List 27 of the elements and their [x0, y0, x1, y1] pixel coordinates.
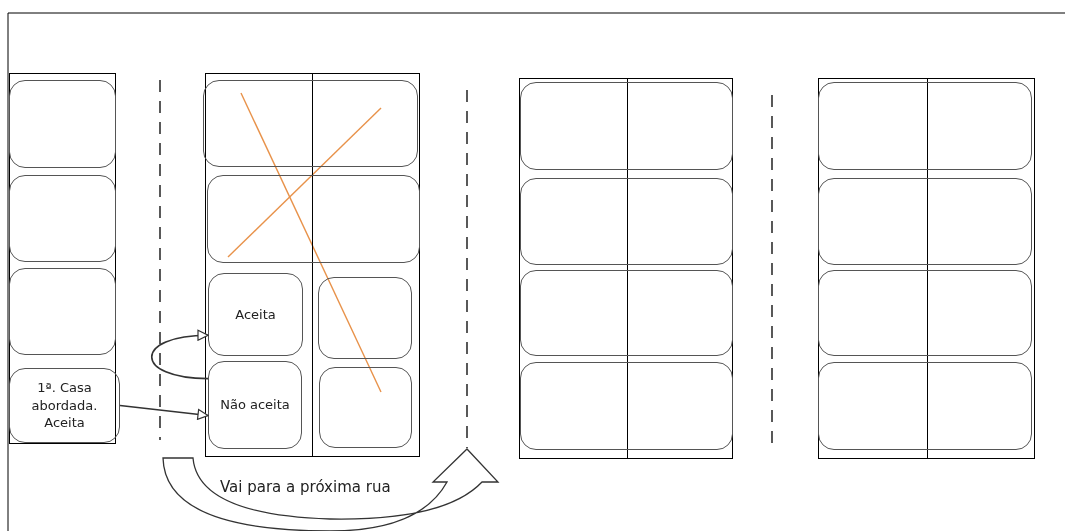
house-box [208, 361, 302, 449]
house-box [818, 178, 1032, 265]
house-box [818, 362, 1032, 450]
direction-label: Vai para a próxima rua [220, 478, 391, 496]
house-box [520, 178, 733, 265]
house-box [520, 82, 733, 170]
house-box [208, 273, 303, 356]
house-box [818, 270, 1032, 356]
house-box [207, 175, 420, 263]
house-box [9, 268, 116, 355]
block-outline [818, 78, 1035, 459]
house-label: Aceita [234, 305, 277, 324]
house-box [9, 368, 120, 443]
house-box [203, 80, 418, 167]
house-box [9, 80, 116, 168]
house-box [318, 277, 412, 359]
block-outline [519, 78, 733, 459]
house-box [520, 270, 733, 356]
house-label: Não aceita [219, 396, 291, 415]
block-outline [205, 73, 420, 457]
house-box [520, 362, 733, 450]
house-label: 1ª. Casa abordada. Aceita [30, 379, 99, 433]
arrow [119, 404, 209, 420]
house-box [9, 175, 116, 262]
house-box [818, 82, 1032, 170]
arrow [150, 330, 209, 380]
house-box [319, 367, 412, 448]
